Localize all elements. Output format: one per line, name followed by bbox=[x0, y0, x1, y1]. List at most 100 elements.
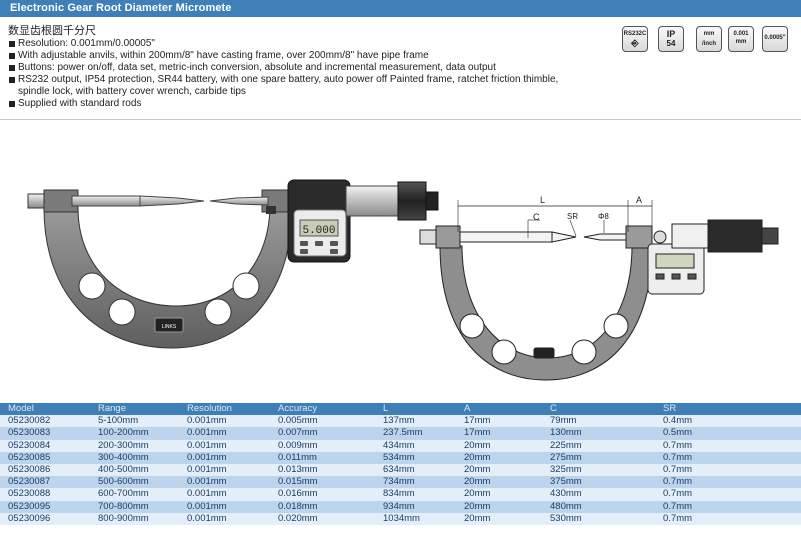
cell-L: 534mm bbox=[383, 451, 415, 463]
drawing-left-knob bbox=[419, 229, 437, 245]
cell-accuracy: 0.020mm bbox=[278, 512, 318, 524]
col-A: A bbox=[464, 403, 471, 415]
cell-A: 20mm bbox=[464, 476, 491, 488]
cell-A: 20mm bbox=[464, 451, 491, 463]
spindle-lock bbox=[266, 206, 276, 214]
spec-item: Supplied with standard rods bbox=[8, 98, 628, 110]
cell-A: 17mm bbox=[464, 415, 491, 427]
icon-text: 0.0005" bbox=[764, 35, 786, 41]
icon-text: /inch bbox=[701, 41, 716, 47]
cell-L: 634mm bbox=[383, 464, 415, 476]
display-button bbox=[330, 241, 338, 246]
cell-range: 500-600mm bbox=[98, 476, 149, 488]
drawing-left-rod bbox=[459, 231, 553, 243]
cell-A: 17mm bbox=[464, 427, 491, 439]
icon-text: 54 bbox=[666, 39, 676, 48]
cell-L: 934mm bbox=[383, 500, 415, 512]
drawing-frame-hole bbox=[459, 313, 485, 339]
cell-C: 275mm bbox=[550, 451, 582, 463]
icon-text: mm bbox=[703, 31, 715, 37]
table-header-row: Model Range Resolution Accuracy L A C SR bbox=[0, 403, 801, 416]
page-title: Electronic Gear Root Diameter Micromete bbox=[10, 2, 232, 14]
icon-text: IP bbox=[666, 29, 676, 39]
left-knob bbox=[27, 193, 45, 209]
cell-L: 237.5mm bbox=[383, 427, 423, 439]
drawing-thimble bbox=[707, 219, 763, 253]
title-bar: Electronic Gear Root Diameter Micromete bbox=[0, 0, 801, 17]
spec-list: Resolution: 0.001mm/0.00005" With adjust… bbox=[8, 38, 628, 110]
cell-C: 130mm bbox=[550, 427, 582, 439]
drawing-left-frame-top bbox=[435, 225, 461, 249]
lcd-reading: 5.000 bbox=[302, 225, 335, 237]
cell-resolution: 0.001mm bbox=[187, 464, 227, 476]
cell-accuracy: 0.009mm bbox=[278, 439, 318, 451]
cell-A: 20mm bbox=[464, 464, 491, 476]
chinese-subtitle: 数显齿根圆千分尺 bbox=[8, 25, 96, 37]
photo-frame-hole bbox=[232, 272, 260, 300]
display-button bbox=[300, 249, 308, 254]
cell-SR: 0.7mm bbox=[663, 439, 693, 451]
ratchet bbox=[425, 191, 439, 211]
cell-range: 300-400mm bbox=[98, 451, 149, 463]
cell-C: 480mm bbox=[550, 500, 582, 512]
icon-text: ⎆ bbox=[631, 38, 639, 48]
photo-frame-hole bbox=[78, 272, 106, 300]
resolution-mm-icon: 0.001 mm bbox=[728, 26, 754, 52]
cell-model: 05230086 bbox=[8, 464, 51, 476]
cell-range: 700-800mm bbox=[98, 500, 149, 512]
cell-model: 05230085 bbox=[8, 451, 51, 463]
right-spindle-tip bbox=[209, 196, 269, 206]
col-SR: SR bbox=[663, 403, 677, 415]
dim-label-L: L bbox=[540, 195, 545, 205]
spec-item: Buttons: power on/off, data set, metric-… bbox=[8, 62, 628, 74]
cell-accuracy: 0.018mm bbox=[278, 500, 318, 512]
drawing-sleeve bbox=[671, 223, 709, 249]
cell-A: 20mm bbox=[464, 488, 491, 500]
drawing-button bbox=[687, 273, 697, 280]
cell-C: 430mm bbox=[550, 488, 582, 500]
cell-range: 400-500mm bbox=[98, 464, 149, 476]
dim-label-C: C bbox=[533, 212, 540, 222]
cell-SR: 0.7mm bbox=[663, 476, 693, 488]
cell-SR: 0.7mm bbox=[663, 488, 693, 500]
display-button bbox=[300, 241, 308, 246]
thimble bbox=[397, 181, 427, 221]
drawing-lock bbox=[653, 230, 667, 244]
photo-frame-hole bbox=[204, 298, 232, 326]
cell-model: 05230088 bbox=[8, 488, 51, 500]
cell-accuracy: 0.007mm bbox=[278, 427, 318, 439]
cell-resolution: 0.001mm bbox=[187, 476, 227, 488]
col-C: C bbox=[550, 403, 557, 415]
col-resolution: Resolution bbox=[187, 403, 232, 415]
cell-resolution: 0.001mm bbox=[187, 512, 227, 524]
col-range: Range bbox=[98, 403, 126, 415]
cell-resolution: 0.001mm bbox=[187, 415, 227, 427]
spec-item: Resolution: 0.001mm/0.00005" bbox=[8, 38, 628, 50]
cell-model: 05230096 bbox=[8, 512, 51, 524]
brand-badge bbox=[154, 317, 184, 333]
cell-model: 05230082 bbox=[8, 415, 51, 427]
display-button bbox=[315, 241, 323, 246]
cell-accuracy: 0.016mm bbox=[278, 488, 318, 500]
cell-SR: 0.7mm bbox=[663, 464, 693, 476]
dim-leader-SR bbox=[569, 219, 577, 237]
drawing-badge bbox=[533, 347, 555, 359]
cell-range: 200-300mm bbox=[98, 439, 149, 451]
mm-inch-icon: mm /inch bbox=[696, 26, 722, 52]
icon-text: RS232C bbox=[623, 31, 647, 37]
resolution-inch-icon: 0.0005" bbox=[762, 26, 788, 52]
photo-frame-hole bbox=[108, 298, 136, 326]
ip54-icon: IP 54 bbox=[658, 26, 684, 52]
drawing-button bbox=[671, 273, 681, 280]
brand-label: LINKS bbox=[162, 324, 177, 330]
drawing-left-tip bbox=[551, 231, 577, 243]
lcd-screen bbox=[299, 219, 339, 237]
drawing-right-tip bbox=[583, 233, 627, 241]
product-illustrations: LINKS 5.000 bbox=[27, 179, 779, 381]
cell-A: 20mm bbox=[464, 512, 491, 524]
cell-C: 79mm bbox=[550, 415, 577, 427]
drawing-frame bbox=[439, 245, 653, 381]
